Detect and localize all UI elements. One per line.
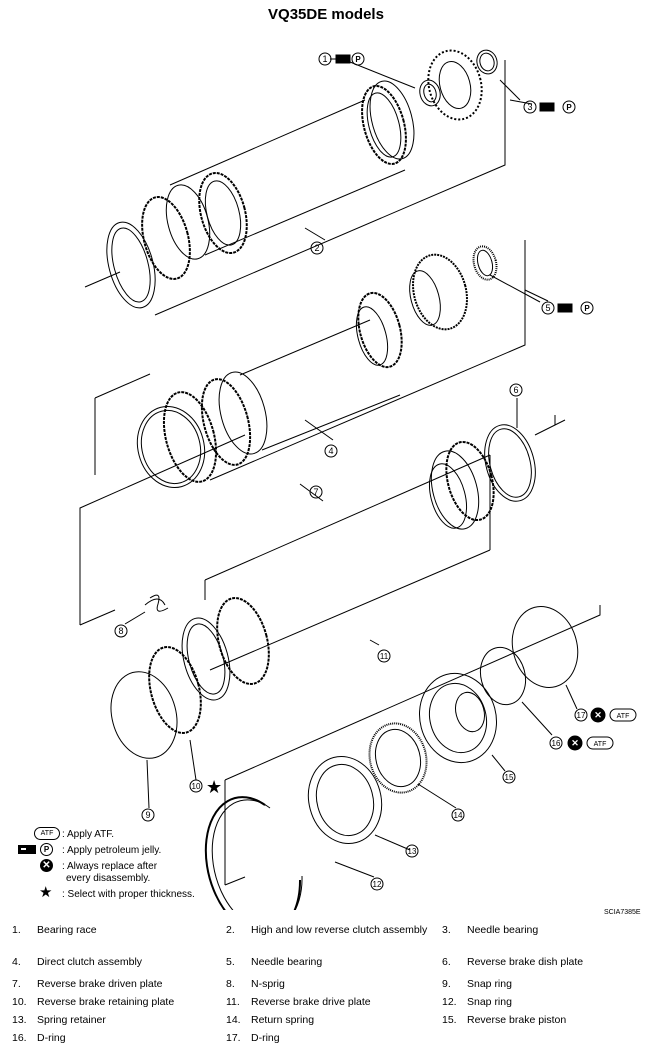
exploded-view-diagram: 1 2 3 4 5 6 7 8 9 10 11 12 13 14 15 16 1…	[79, 49, 637, 910]
figure-code: SCIA7385E	[604, 909, 641, 916]
star-icon: ★	[39, 884, 53, 901]
callout-10: 10	[192, 782, 201, 791]
p-circle-icon	[351, 52, 365, 66]
symbol-marker-text: P P P ✕ ✕ ATF ATF	[355, 55, 629, 748]
petroleum-jelly-icon	[18, 845, 36, 854]
callout-13: 13	[408, 847, 417, 856]
diagram-title: VQ35DE models	[268, 6, 384, 23]
leader-lines	[124, 58, 578, 878]
callout-8: 8	[118, 626, 123, 636]
p-letter: P	[355, 55, 361, 64]
legend-replace-text-2: every disassembly.	[66, 873, 151, 884]
atf-badge-icon	[609, 708, 637, 722]
p-circle-icon: P	[40, 843, 53, 856]
group-4-outline	[94, 240, 526, 481]
callout-4: 4	[328, 446, 333, 456]
callout-9: 9	[145, 810, 150, 820]
replace-icon: ✕	[40, 859, 53, 872]
callout-5: 5	[545, 303, 550, 313]
replace-icon	[590, 707, 606, 723]
legend-atf-text: : Apply ATF.	[62, 829, 115, 840]
callout-2: 2	[314, 243, 319, 253]
callout-1: 1	[322, 54, 327, 64]
atf-badge-icon: ATF	[34, 827, 60, 840]
callout-15: 15	[505, 773, 514, 782]
reverse-brake-plates	[110, 424, 536, 759]
petroleum-jelly-icon	[335, 54, 351, 64]
petroleum-jelly-icon	[539, 102, 555, 112]
clutch-assembly-4	[136, 245, 541, 489]
clutch-assembly-2	[106, 49, 521, 309]
group-7-outline	[79, 415, 566, 671]
legend-star-text: : Select with proper thickness.	[62, 889, 195, 900]
callout-3: 3	[527, 102, 532, 112]
atf-badge-icon	[586, 736, 614, 750]
symbol-markers: ★	[206, 52, 637, 797]
atf-text: ATF	[594, 741, 607, 748]
callout-7: 7	[313, 487, 318, 497]
group-2-outline	[84, 60, 506, 316]
star-icon: ★	[206, 777, 222, 797]
petroleum-jelly-icon	[557, 303, 573, 313]
callout-numbers: 1 2 3 4 5 6 7 8 9 10 11 12 13 14 15 16 1…	[118, 54, 586, 889]
callout-17: 17	[577, 711, 586, 720]
replace-x: ✕	[594, 710, 602, 720]
callout-6: 6	[513, 385, 518, 395]
p-letter: P	[584, 304, 590, 313]
p-circle-icon	[562, 100, 576, 114]
legend-jelly-text: : Apply petroleum jelly.	[62, 845, 162, 856]
replace-icon	[567, 735, 583, 751]
callout-circles	[114, 52, 588, 891]
p-circle-icon	[580, 301, 594, 315]
callout-12: 12	[373, 880, 382, 889]
p-letter: P	[566, 103, 572, 112]
atf-text: ATF	[617, 713, 630, 720]
legend-replace-text-1: : Always replace after	[62, 861, 158, 872]
piston-and-seals	[204, 606, 579, 910]
callout-11: 11	[380, 652, 389, 661]
callout-14: 14	[454, 811, 463, 820]
replace-x: ✕	[571, 738, 579, 748]
group-11-outline	[224, 605, 601, 886]
callout-16: 16	[552, 739, 561, 748]
